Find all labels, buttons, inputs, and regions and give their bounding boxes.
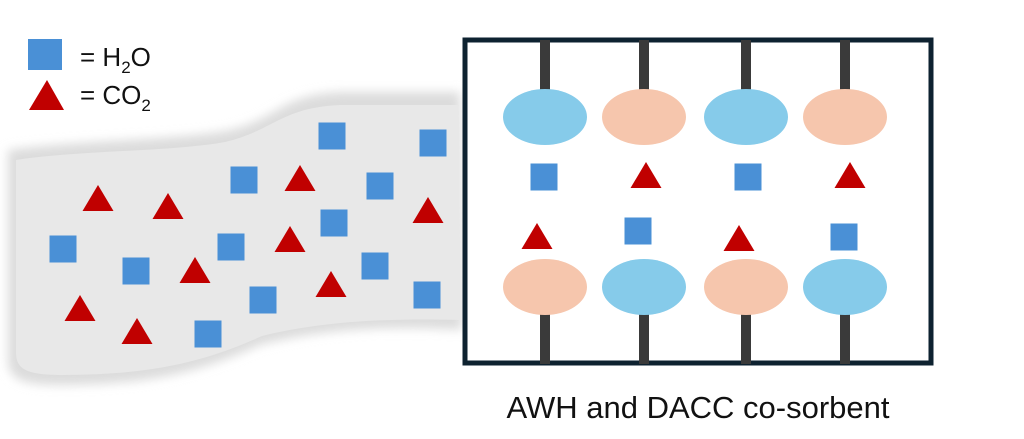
co2-molecule-icon — [315, 271, 347, 297]
framework-border — [462, 37, 934, 366]
h2o-molecule-icon — [122, 257, 150, 285]
co2-molecule-icon — [82, 185, 114, 211]
h2o-molecule-icon — [230, 166, 258, 194]
top-linker — [540, 40, 550, 90]
h2o-molecule-icon — [217, 233, 245, 261]
h2o-molecule-icon — [413, 281, 441, 309]
adsorbed-h2o-icon — [830, 223, 858, 251]
h2o-molecule-icon — [49, 235, 77, 263]
h2o-molecule-icon — [361, 252, 389, 280]
sorbent-caption: AWH and DACC co-sorbent — [506, 390, 889, 425]
co2-molecule-icon — [121, 318, 153, 344]
h2o-molecule-icon — [366, 172, 394, 200]
co2-molecule-icon — [284, 165, 316, 191]
top-linker — [639, 40, 649, 90]
co2-molecule-icon — [274, 226, 306, 252]
co2-molecule-icon — [412, 197, 444, 223]
top-sorbent-node-peach — [803, 89, 887, 145]
h2o-molecule-icon — [419, 129, 447, 157]
co-sorbent-framework — [462, 37, 934, 366]
adsorbed-h2o-icon — [530, 163, 558, 191]
adsorbed-co2-icon — [521, 223, 553, 249]
air-stream — [8, 92, 462, 385]
bottom-linker — [741, 314, 751, 364]
top-linker — [741, 40, 751, 90]
legend: = H2O = CO2 — [28, 39, 151, 115]
adsorbed-co2-icon — [834, 162, 866, 188]
legend-co2-label: = CO2 — [80, 80, 151, 115]
adsorbed-co2-icon — [630, 162, 662, 188]
h2o-molecule-icon — [249, 286, 277, 314]
h2o-molecule-icon — [320, 209, 348, 237]
adsorbed-co2-icon — [723, 225, 755, 251]
co2-molecule-icon — [152, 193, 184, 219]
bottom-linker — [540, 314, 550, 364]
adsorbed-h2o-icon — [624, 217, 652, 245]
bottom-sorbent-node-peach — [704, 259, 788, 315]
legend-h2o-square-icon — [28, 39, 62, 70]
top-sorbent-node-peach — [602, 89, 686, 145]
legend-co2-triangle-icon — [29, 80, 64, 110]
air-stream-molecules — [49, 122, 447, 348]
h2o-molecule-icon — [194, 320, 222, 348]
co2-molecule-icon — [64, 295, 96, 321]
top-sorbent-node-blue — [503, 89, 587, 145]
h2o-molecule-icon — [318, 122, 346, 150]
bottom-sorbent-node-peach — [503, 259, 587, 315]
bottom-sorbent-node-blue — [803, 259, 887, 315]
adsorbed-h2o-icon — [734, 163, 762, 191]
top-sorbent-node-blue — [704, 89, 788, 145]
legend-h2o-label: = H2O — [80, 42, 151, 77]
bottom-linker — [639, 314, 649, 364]
bottom-sorbent-node-blue — [602, 259, 686, 315]
co2-molecule-icon — [179, 257, 211, 283]
bottom-linker — [840, 314, 850, 364]
top-linker — [840, 40, 850, 90]
